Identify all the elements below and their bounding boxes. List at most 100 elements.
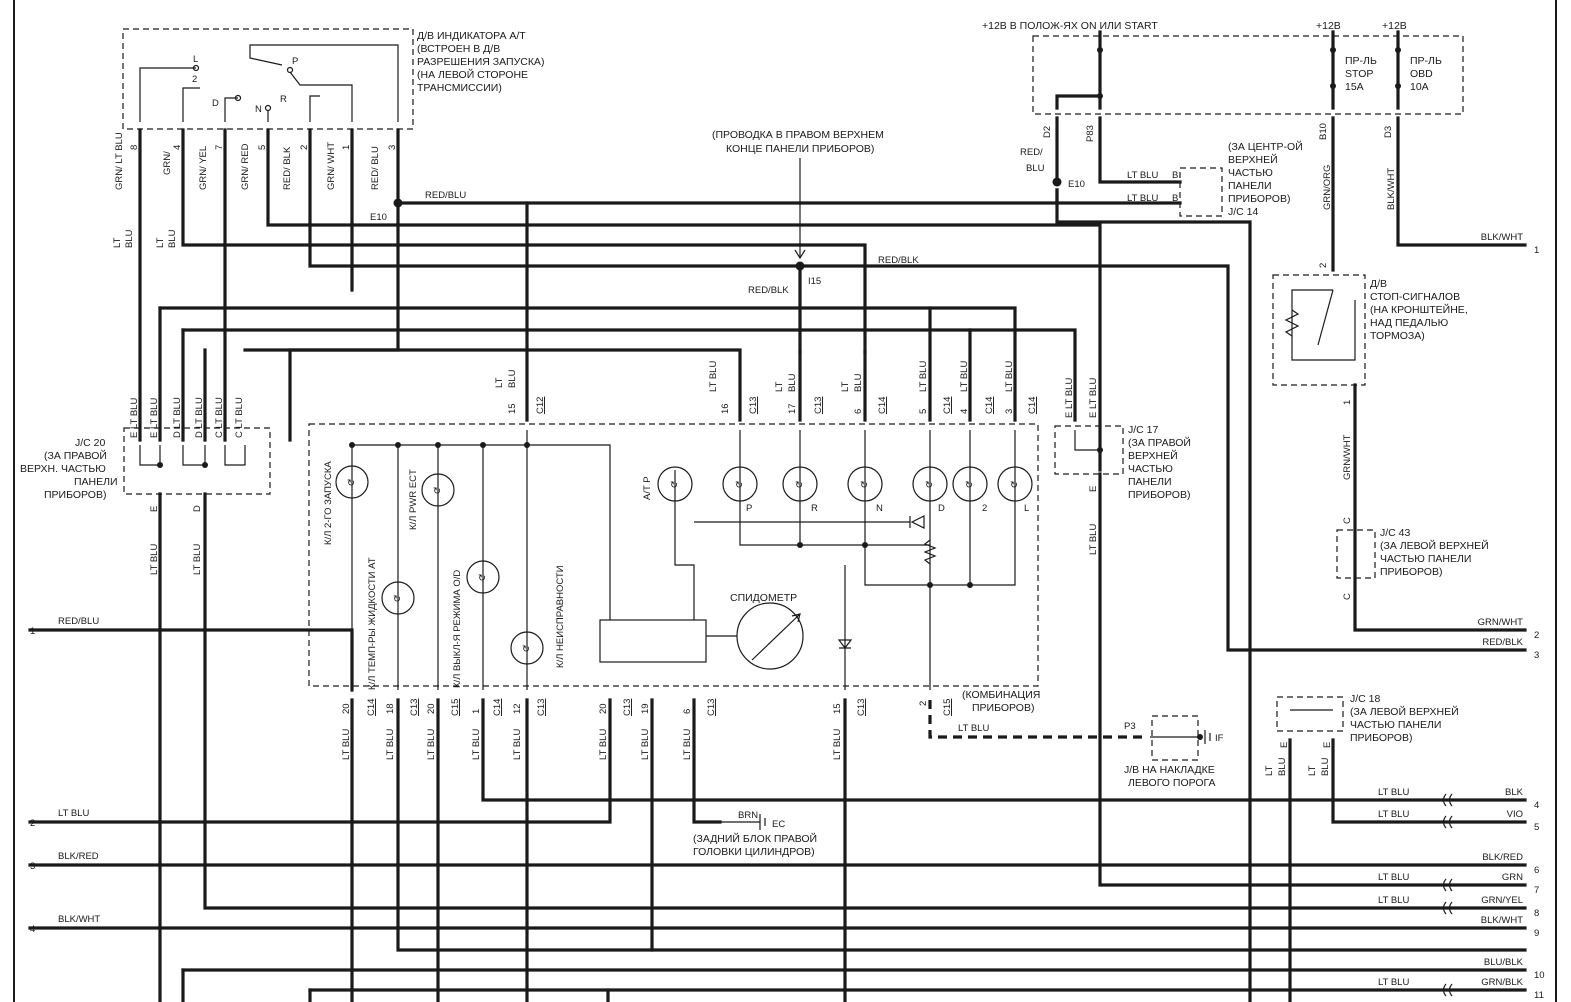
grn-org: GRN/ORG xyxy=(1322,165,1333,210)
ground-ec: BRN EC (ЗАДНИЙ БЛОК ПРАВОЙ ГОЛОВКИ ЦИЛИН… xyxy=(693,810,817,858)
jc43-l3: ЧАСТЬЮ ПАНЕЛИ xyxy=(1380,553,1471,565)
at-sensor-title-1: Д/В ИНДИКАТОРА А/Т xyxy=(417,30,526,42)
ec-note-2: ГОЛОВКИ ЦИЛИНДРОВ) xyxy=(693,846,815,858)
right-pin-11: 11 xyxy=(1534,990,1544,1001)
right-conn-5 xyxy=(1442,815,1453,829)
p17-c: C13 xyxy=(813,397,824,414)
cluster-l2: ПРИБОРОВ) xyxy=(972,702,1034,714)
jc17-l1: J/C 17 xyxy=(1128,424,1159,436)
red-d2-2: BLU xyxy=(1026,163,1045,174)
jc43-l4: ПРИБОРОВ) xyxy=(1380,566,1442,578)
fuse-stop-3: 15A xyxy=(1345,81,1364,93)
right-wire-8: GRN/YEL xyxy=(1481,895,1523,906)
svg-text:↻: ↻ xyxy=(670,480,678,491)
left-wire-4: BLK/WHT xyxy=(58,914,100,925)
at-sensor-title-3: РАЗРЕШЕНИЯ ЗАПУСКА) xyxy=(417,56,544,68)
jc14-l6: J/C 14 xyxy=(1228,206,1259,218)
left-pin-4: 4 xyxy=(30,924,35,935)
jc18-l3: ЧАСТЬЮ ПАНЕЛИ xyxy=(1350,719,1441,731)
lamp-2: ↻ xyxy=(952,466,988,502)
pos-R: R xyxy=(280,94,287,105)
jc20-ltblu-d: LT BLU xyxy=(192,544,203,575)
at-pin-1: 1 xyxy=(341,145,352,150)
speedo-label: СПИДОМЕТР xyxy=(730,592,797,604)
brake-pin2: 2 xyxy=(1318,263,1329,268)
fuse-stop-1: ПР-ЛЬ xyxy=(1345,55,1377,67)
splice-i15: (ПРОВОДКА В ПРАВОМ ВЕРХНЕМ КОНЦЕ ПАНЕЛИ … xyxy=(712,129,919,296)
right-wire-11: GRN/BLK xyxy=(1481,977,1523,988)
bp-c13e: C13 xyxy=(856,699,867,716)
svg-text:↻: ↻ xyxy=(925,480,933,491)
p6-lt: LT xyxy=(840,381,851,392)
right-pin-5: 5 xyxy=(1534,822,1539,833)
brake-pin1: 1 xyxy=(1342,400,1353,405)
wire-grn-red: GRN/ RED xyxy=(240,143,251,190)
p6-c: C14 xyxy=(877,397,888,414)
power-supply: +12В В ПОЛОЖ-ЯХ ON ИЛИ START +12В +12В П… xyxy=(982,20,1527,1002)
lamp-at-p: ↻ xyxy=(657,466,693,502)
jc17-e1: E LT BLU xyxy=(1064,378,1075,418)
harness-upper xyxy=(138,128,1527,652)
lamp-r-label-4: D xyxy=(938,503,945,514)
bp-15: 15 xyxy=(832,703,843,714)
right-pre-5: LT BLU xyxy=(1378,809,1409,820)
plus12-b: +12В xyxy=(1382,20,1407,32)
wire-red-blu: RED/ BLU xyxy=(370,146,381,190)
p6-blu: BLU xyxy=(853,373,864,392)
brake-switch: Д/В СТОП-СИГНАЛОВ (НА КРОНШТЕЙНЕ, НАД ПЕ… xyxy=(1272,263,1527,632)
lamp-label-5: К/Л НЕИСПРАВНОСТИ xyxy=(555,565,566,668)
at-position-sensor: Д/В ИНДИКАТОРА А/Т (ВСТРОЕН В Д/В РАЗРЕШ… xyxy=(122,28,544,130)
at-pin-2: 2 xyxy=(299,145,310,150)
jc14-w1: LT BLU xyxy=(1127,170,1158,181)
pos-L: L xyxy=(193,54,198,65)
bp-20c: 20 xyxy=(598,703,609,714)
lamp-label-3: К/Л PWR ECT xyxy=(408,469,419,530)
c12-conn: C12 xyxy=(535,397,546,414)
lamp-r-label-1: P xyxy=(746,503,752,514)
pos-N: N xyxy=(255,104,262,115)
jc20-e-out: E xyxy=(149,506,160,512)
right-pin-8: 8 xyxy=(1534,908,1539,919)
p17-n: 17 xyxy=(787,403,798,414)
c12-lt: LT xyxy=(494,377,505,388)
brake-wire: GRN/WHT xyxy=(1342,434,1353,480)
jc20-l3: ВЕРХН. ЧАСТЬЮ xyxy=(20,463,106,475)
fuse-obd-1: ПР-ЛЬ xyxy=(1410,55,1442,67)
svg-text:↻: ↻ xyxy=(965,480,973,491)
instrument-cluster: (КОМБИНАЦИЯ ПРИБОРОВ) LT BLU 15 C12 LT B… xyxy=(308,361,1040,714)
right-pin-2: 2 xyxy=(1534,630,1539,641)
jc20-ltblu-e: LT BLU xyxy=(149,544,160,575)
fuse-stop-2: STOP xyxy=(1345,68,1373,80)
e10-right: E10 xyxy=(1068,179,1085,190)
jc18-l4: ПРИБОРОВ) xyxy=(1350,732,1412,744)
jc17-l6: ПРИБОРОВ) xyxy=(1128,489,1190,501)
pos-2: 2 xyxy=(192,74,197,85)
pin-b10: B10 xyxy=(1318,123,1329,140)
jc14-l4: ПАНЕЛИ xyxy=(1228,180,1272,192)
jc18: J/C 18 (ЗА ЛЕВОЙ ВЕРХНЕЙ ЧАСТЬЮ ПАНЕЛИ П… xyxy=(1264,693,1459,776)
bp-c13d: C13 xyxy=(706,699,717,716)
brake-l1: Д/В xyxy=(1370,278,1387,290)
right-pin-4: 4 xyxy=(1534,800,1539,811)
ec-note-1: (ЗАДНИЙ БЛОК ПРАВОЙ xyxy=(693,832,817,845)
pin-d3: D3 xyxy=(1383,126,1394,138)
red-d2-1: RED/ xyxy=(1020,147,1043,158)
at-pin-4: 4 xyxy=(172,145,183,150)
jb-note-1: J/B НА НАКЛАДКЕ xyxy=(1124,764,1215,776)
jc43-l1: J/C 43 xyxy=(1380,527,1411,539)
jc43-l2: (ЗА ЛЕВОЙ ВЕРХНЕЙ xyxy=(1380,539,1489,552)
bp-c14a: C14 xyxy=(366,699,377,716)
brake-l2: СТОП-СИГНАЛОВ xyxy=(1370,291,1460,303)
jc14-w2: LT BLU xyxy=(1127,193,1158,204)
bp-c13b: C13 xyxy=(536,699,547,716)
jc17-e-out: E xyxy=(1088,486,1099,492)
lamp-label-4: К/Л ВЫКЛ-Я РЕЖИМА O/D xyxy=(452,570,463,688)
right-pin-7: 7 xyxy=(1534,885,1539,896)
bp-12: 12 xyxy=(512,703,523,714)
p4-n: 4 xyxy=(959,409,970,414)
jc18-l1: J/C 18 xyxy=(1350,693,1381,705)
right-pin-10: 10 xyxy=(1534,970,1545,981)
lamp-n: ↻ xyxy=(847,466,883,502)
plus12-a: +12В xyxy=(1316,20,1341,32)
